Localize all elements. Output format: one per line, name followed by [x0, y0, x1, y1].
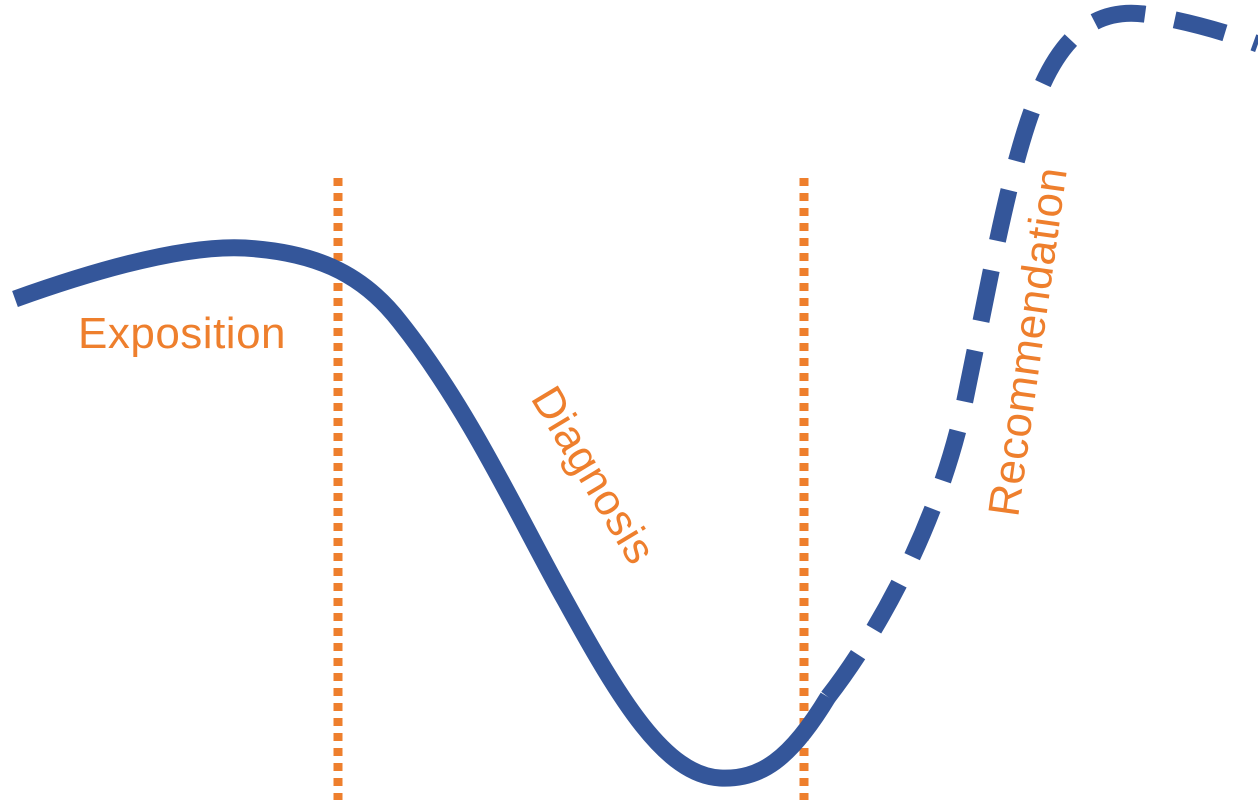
story-curve-dashed [821, 4, 1258, 703]
stage-label-exposition: Exposition [78, 309, 286, 358]
story-curve-solid [12, 239, 836, 787]
